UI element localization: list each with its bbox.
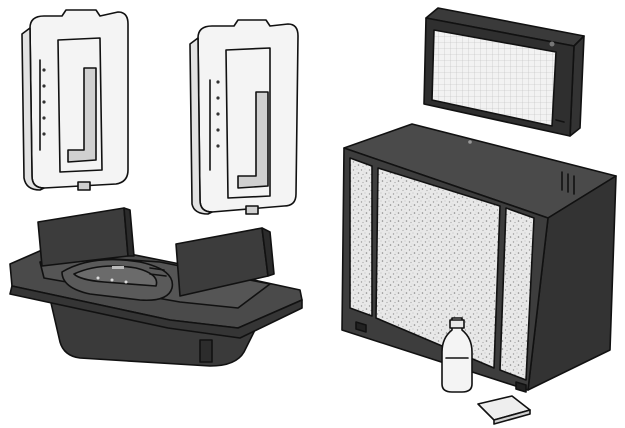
base-unit xyxy=(9,207,303,367)
treatment-bottle xyxy=(441,317,473,393)
small-pad xyxy=(477,395,531,425)
humidifier-cabinet xyxy=(341,123,617,393)
water-tank-left xyxy=(21,9,129,191)
filter-cartridge xyxy=(423,7,585,137)
water-tank-right xyxy=(189,19,299,215)
